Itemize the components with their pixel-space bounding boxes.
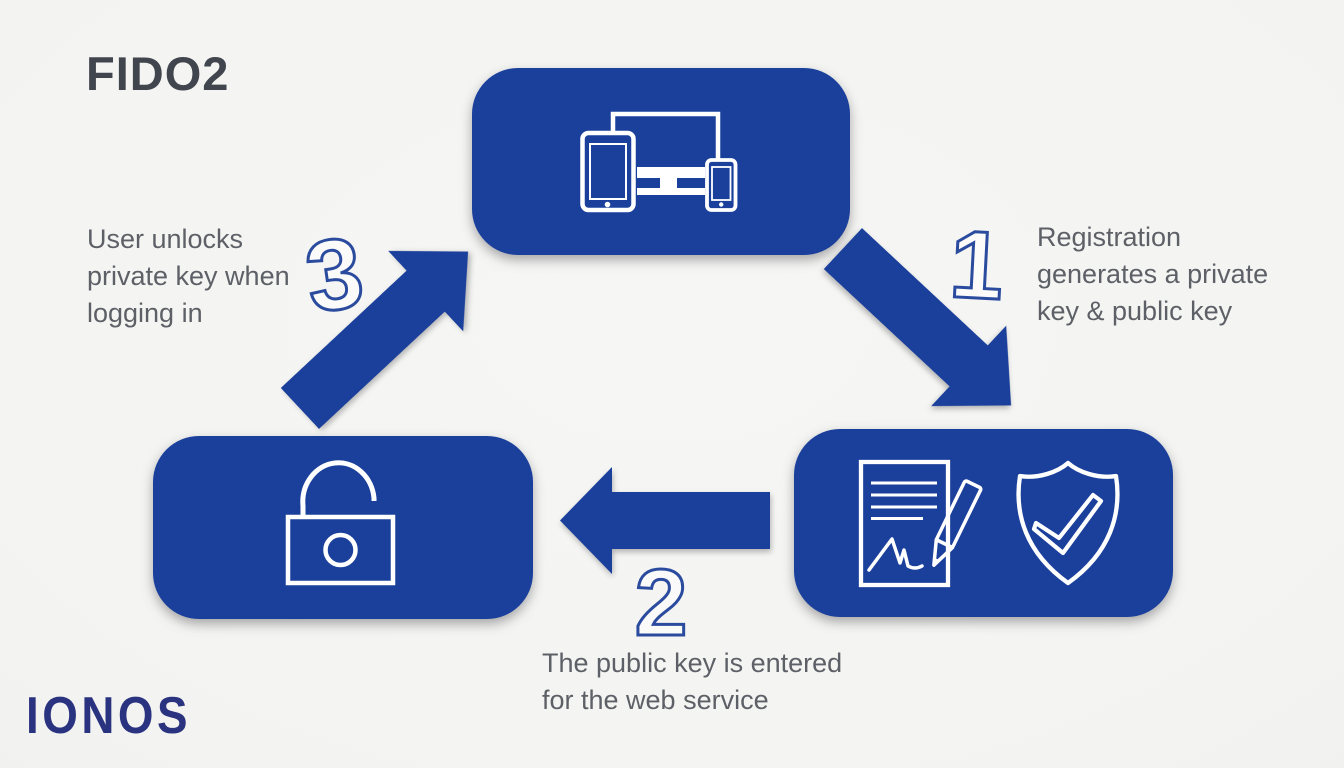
checkmark bbox=[1031, 492, 1104, 556]
arrow-step-1 bbox=[823, 228, 1012, 407]
step-3-label-line: logging in bbox=[87, 298, 203, 328]
phone-shape bbox=[705, 158, 738, 212]
step-1-label: Registration generates a private key & p… bbox=[1037, 219, 1268, 330]
step-2-label-line: for the web service bbox=[542, 685, 769, 715]
step-3-label-line: User unlocks bbox=[87, 224, 244, 254]
signed-document-icon bbox=[858, 459, 983, 588]
step-2-label-line: The public key is entered bbox=[542, 648, 843, 678]
step-3-label: User unlocks private key when logging in bbox=[87, 221, 290, 332]
step-3-label-line: private key when bbox=[87, 261, 290, 291]
signature-squiggle bbox=[867, 537, 924, 572]
node-registration-service bbox=[794, 429, 1173, 617]
node-user-devices bbox=[472, 68, 850, 255]
arrow-step-2 bbox=[560, 467, 770, 574]
step-2-number: 2 bbox=[635, 554, 688, 646]
open-padlock-icon bbox=[285, 460, 396, 586]
ionos-logo: IONOS bbox=[26, 687, 192, 745]
devices-icon bbox=[580, 111, 738, 213]
step-1-label-line: generates a private bbox=[1037, 259, 1269, 289]
step-2-label: The public key is entered for the web se… bbox=[542, 645, 842, 719]
arrow-step-3 bbox=[280, 250, 469, 429]
step-3-number: 3 bbox=[299, 218, 370, 326]
step-1-number: 1 bbox=[947, 212, 1006, 311]
shield-check-icon bbox=[1016, 460, 1120, 586]
tablet-shape bbox=[580, 130, 636, 213]
monitor-stand bbox=[637, 167, 705, 178]
step-1-label-line: Registration bbox=[1037, 222, 1182, 252]
step-1-label-line: key & public key bbox=[1037, 296, 1233, 326]
node-private-key-unlock bbox=[153, 436, 533, 619]
page-title: FIDO2 bbox=[86, 47, 230, 100]
pencil-icon bbox=[932, 479, 983, 567]
registration-icons bbox=[858, 459, 1120, 588]
